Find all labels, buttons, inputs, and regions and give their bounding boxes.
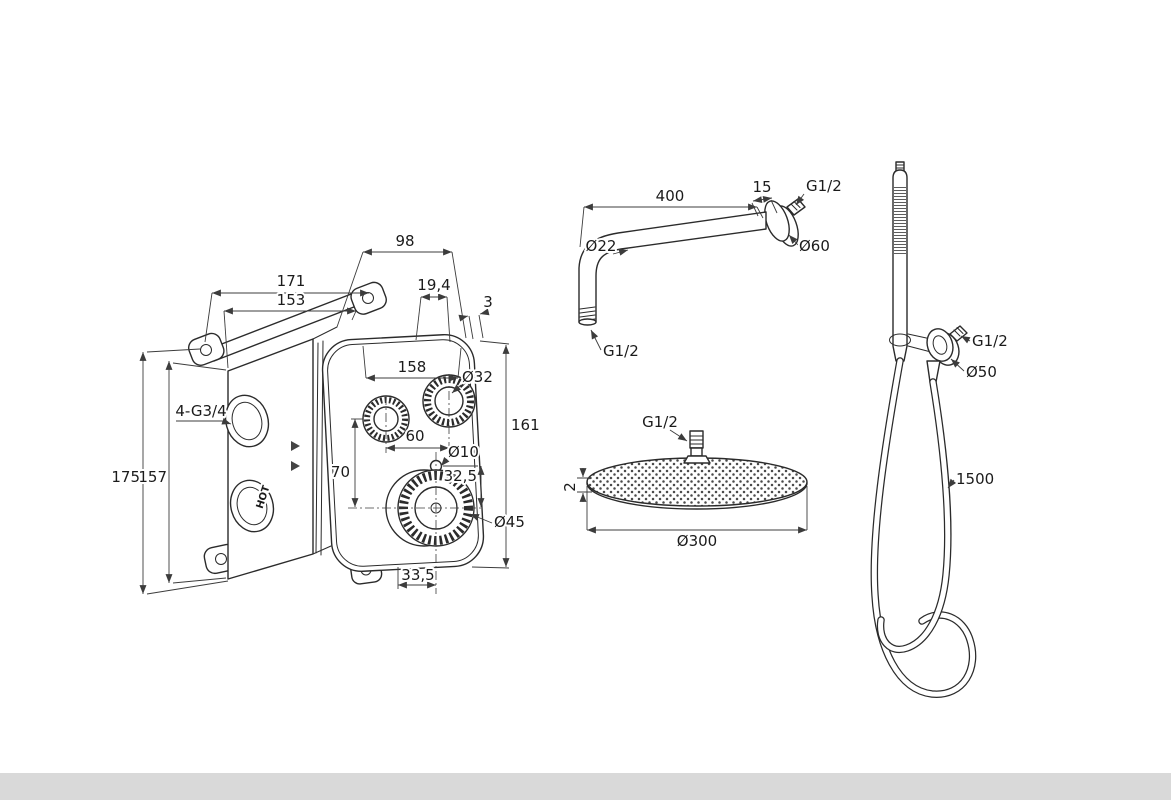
indicator-triangle (291, 461, 300, 471)
dim-label-33-5: 33,5 (401, 566, 434, 584)
dim-label-bracket-thread: G1/2 (972, 332, 1008, 350)
dim-label-70: 70 (331, 463, 350, 481)
hand-shower-dimensions: G1/2 Ø50 1500 (947, 330, 1010, 490)
arm-tube (578, 211, 767, 323)
mounting-ear-top-left (187, 332, 225, 366)
shower-hose (870, 357, 977, 698)
dim-label-32-5: 32,5 (444, 467, 477, 485)
dim-label-d10: Ø10 (448, 443, 479, 461)
valve-port-bottom (229, 479, 275, 533)
dim-label-ports: 4-G3/4 (175, 402, 226, 420)
dim-label-157: 157 (138, 468, 167, 486)
dim-label-d300: Ø300 (677, 532, 717, 550)
screw-hole (200, 344, 212, 356)
dim-label-171: 171 (277, 272, 306, 290)
dim-label-161: 161 (511, 416, 540, 434)
shower-arm-figure: 400 15 G1/2 Ø60 Ø22 G1/2 (578, 175, 844, 362)
screw-hole (215, 553, 227, 565)
dim-label-d60: Ø60 (799, 237, 830, 255)
dim-label-arm-wall-thread: G1/2 (806, 177, 842, 195)
dim-label-head-thread: G1/2 (642, 413, 678, 431)
shower-head-figure: G1/2 2 Ø300 (559, 411, 808, 552)
dim-label-arm-outlet-thread: G1/2 (603, 342, 639, 360)
dim-label-158: 158 (398, 358, 427, 376)
hand-shower-wand (889, 161, 911, 362)
head-connector (683, 430, 711, 464)
dim-label-15: 15 (752, 178, 771, 196)
indicator-triangle (291, 441, 300, 451)
dim-label-19-4: 19,4 (417, 276, 450, 294)
footer-band (0, 773, 1171, 800)
head-dimensions: G1/2 2 Ø300 (559, 411, 808, 552)
hand-shower-figure: G1/2 Ø50 1500 (870, 161, 1010, 698)
dim-label-2: 2 (561, 482, 579, 492)
valve-figure: HOT (109, 230, 542, 595)
dim-label-3: 3 (483, 293, 493, 311)
dim-label-d22: Ø22 (586, 237, 617, 255)
dim-label-60: 60 (405, 427, 424, 445)
arm-dimensions: 400 15 G1/2 Ø60 Ø22 G1/2 (579, 175, 844, 362)
dim-label-175: 175 (111, 468, 140, 486)
dim-label-d32: Ø32 (462, 368, 493, 386)
dim-label-d50: Ø50 (966, 363, 997, 381)
valve-dimensions: 98 171 153 19,4 3 158 (109, 230, 542, 595)
dim-label-d45: Ø45 (494, 513, 525, 531)
head-face (586, 457, 808, 507)
arm-outlet-thread (578, 306, 597, 326)
dim-label-98: 98 (395, 232, 414, 250)
dim-label-400: 400 (656, 187, 685, 205)
dim-label-1500: 1500 (956, 470, 994, 488)
holder-ring (889, 333, 911, 347)
plate-edge-line (315, 342, 319, 554)
bracket-flange-inner (932, 335, 948, 355)
valve-knob-top (422, 374, 476, 428)
valve-body: HOT (224, 326, 338, 580)
dim-label-153: 153 (277, 291, 306, 309)
bracket-flange-front (926, 328, 954, 362)
wand-knurl (894, 186, 906, 254)
head-rim (586, 482, 808, 510)
valve-port-top (224, 394, 270, 448)
